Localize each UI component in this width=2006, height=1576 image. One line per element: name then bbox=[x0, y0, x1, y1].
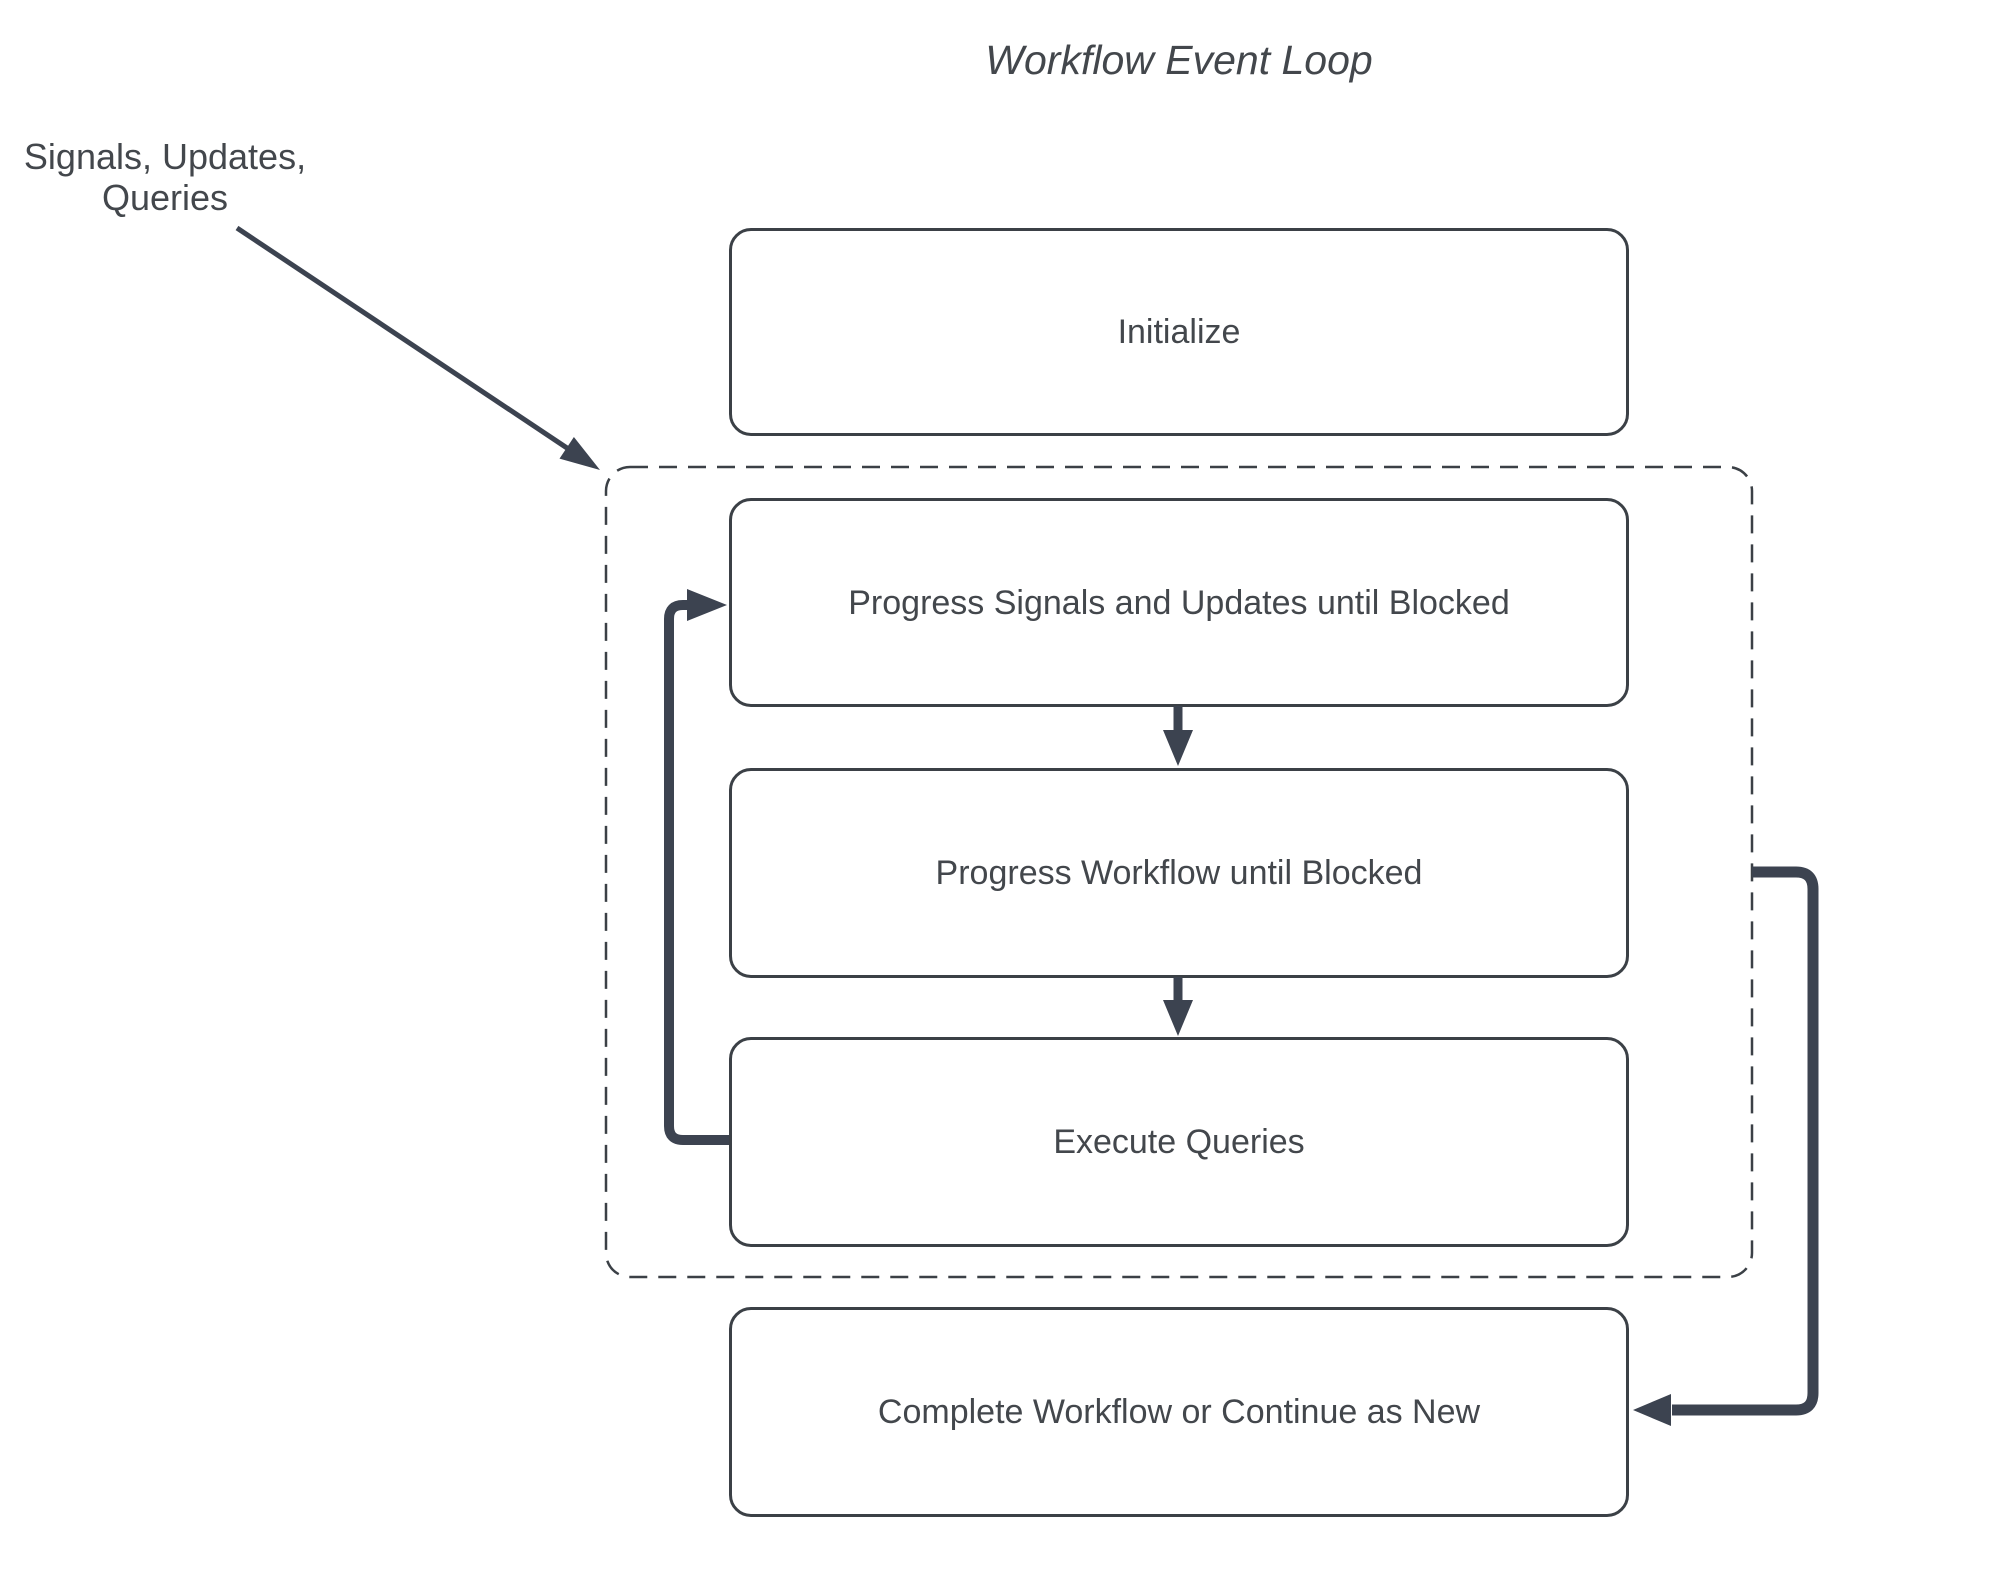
node-progress-workflow: Progress Workflow until Blocked bbox=[729, 768, 1629, 978]
node-execute-queries: Execute Queries bbox=[729, 1037, 1629, 1247]
node-initialize-label: Initialize bbox=[1117, 313, 1241, 351]
incoming-signals-arrow bbox=[235, 225, 600, 470]
loop-back-arrow bbox=[664, 589, 729, 1145]
to-complete-arrow bbox=[1633, 866, 1819, 1426]
node-complete-workflow: Complete Workflow or Continue as New bbox=[729, 1307, 1629, 1517]
diagram-title: Workflow Event Loop bbox=[985, 37, 1373, 83]
node-progress-signals-and-updates: Progress Signals and Updates until Block… bbox=[729, 498, 1629, 707]
down-arrow-workflow-to-queries bbox=[1163, 977, 1193, 1036]
node-complete-workflow-label: Complete Workflow or Continue as New bbox=[877, 1393, 1481, 1431]
node-execute-queries-label: Execute Queries bbox=[1053, 1123, 1305, 1161]
signals-updates-queries-label: Signals, Updates, Queries bbox=[23, 136, 307, 218]
node-progress-signals-label: Progress Signals and Updates until Block… bbox=[848, 583, 1510, 622]
node-progress-workflow-label: Progress Workflow until Blocked bbox=[935, 854, 1423, 892]
node-initialize: Initialize bbox=[729, 228, 1629, 436]
down-arrow-signals-to-workflow bbox=[1163, 706, 1193, 766]
